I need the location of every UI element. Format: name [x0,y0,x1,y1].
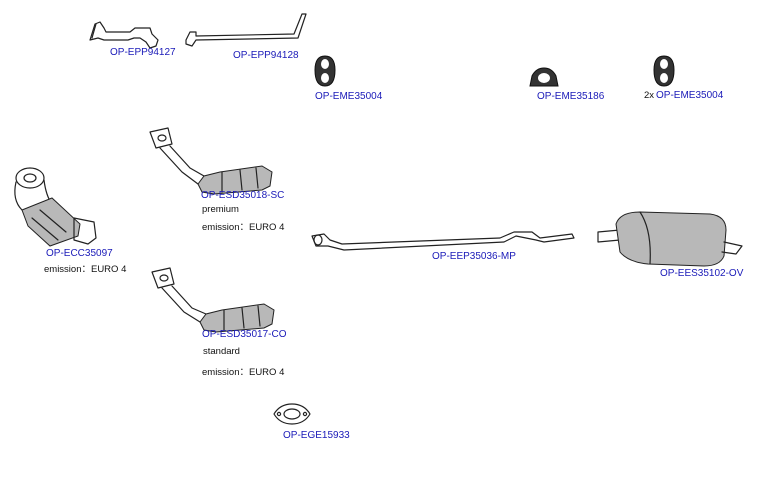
variant-label-standard: standard [203,346,240,357]
pipe-epp94127-drawing[interactable] [89,21,159,49]
part-link-epp94128[interactable]: OP-EPP94128 [233,50,299,61]
gasket-ege15933-drawing[interactable] [273,403,311,425]
part-link-ecc35097[interactable]: OP-ECC35097 [46,248,113,259]
part-link-eep35036[interactable]: OP-EEP35036-MP [432,251,516,262]
mount-eme35186-drawing[interactable] [529,67,559,87]
part-link-eme35186[interactable]: OP-EME35186 [537,91,605,102]
dpf-esd35017-drawing[interactable] [151,267,275,333]
quantity-label: 2x [644,90,655,101]
emission-label-esd35018: emission：EURO 4 [202,222,285,233]
part-link-esd35017[interactable]: OP-ESD35017-CO [202,329,287,340]
part-link-eme35004-left[interactable]: OP-EME35004 [315,91,383,102]
part-link-ege15933[interactable]: OP-EGE15933 [283,430,350,441]
part-link-eme35004-right[interactable]: OP-EME35004 [656,90,724,101]
mount-eme35004-left-drawing[interactable] [314,55,336,87]
emission-label-ecc35097: emission：EURO 4 [44,264,127,275]
middle-pipe-eep35036-drawing[interactable] [311,231,575,251]
variant-label-premium: premium [202,204,239,215]
emission-label-esd35017: emission：EURO 4 [202,367,285,378]
pipe-epp94128-drawing[interactable] [185,13,307,47]
mount-eme35004-right-drawing[interactable] [653,55,675,87]
part-link-esd35018[interactable]: OP-ESD35018-SC [201,190,285,201]
part-link-ees35102[interactable]: OP-EES35102-OV [660,268,744,279]
catalyst-ecc35097-drawing[interactable] [14,167,97,247]
dpf-esd35018-drawing[interactable] [149,127,273,195]
rear-silencer-ees35102-drawing[interactable] [597,211,743,267]
part-link-epp94127[interactable]: OP-EPP94127 [110,47,176,58]
